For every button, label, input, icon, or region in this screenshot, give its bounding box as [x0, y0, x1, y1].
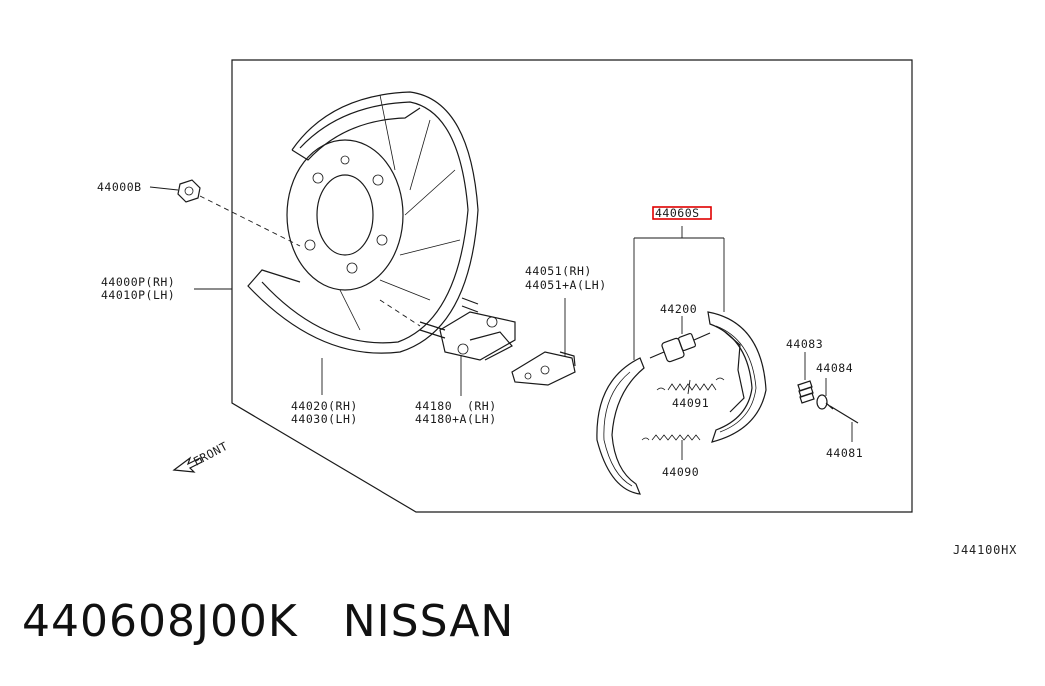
label-front: FRONT — [191, 439, 230, 469]
brake-shoe-drawing — [596, 311, 767, 495]
label-lever-lh: 44180+A(LH) — [415, 412, 497, 426]
label-backing-lh: 44030(LH) — [291, 412, 358, 426]
lever-drawing — [379, 297, 516, 361]
label-bracket-rh: 44051(RH) — [525, 264, 592, 278]
upper-spring-drawing — [656, 377, 725, 391]
drawing-code: J44100HX — [953, 543, 1018, 557]
highlight-box — [652, 206, 712, 220]
label-pin: 44081 — [826, 446, 863, 460]
label-adjuster: 44200 — [660, 302, 697, 316]
front-arrow-icon — [172, 456, 203, 473]
label-spring-upper: 44091 — [672, 396, 709, 410]
caption: 440608J00K NISSAN — [22, 596, 514, 647]
pin-drawing — [825, 402, 859, 424]
label-bracket-lh: 44051+A(LH) — [525, 278, 607, 292]
diagram-frame — [231, 59, 913, 513]
hold-spring-drawing — [797, 380, 815, 404]
backing-plate-drawing — [247, 91, 479, 354]
label-shoe-set: 44060S — [655, 206, 700, 220]
label-lever-rh: 44180 (RH) — [415, 399, 497, 413]
nut-drawing — [177, 179, 301, 247]
lower-spring-drawing — [641, 434, 701, 441]
label-plate-lh: 44010P(LH) — [101, 288, 175, 302]
bracket-drawing — [511, 351, 576, 386]
caption-part-number: 440608J00K — [22, 596, 298, 647]
leader-lines — [149, 186, 853, 460]
label-nut: 44000B — [97, 180, 142, 194]
label-backing-rh: 44020(RH) — [291, 399, 358, 413]
label-hold-spring: 44083 — [786, 337, 823, 351]
adjuster-drawing — [649, 332, 711, 363]
label-retainer: 44084 — [816, 361, 853, 375]
label-plate-rh: 44000P(RH) — [101, 275, 175, 289]
label-spring-lower: 44090 — [662, 465, 699, 479]
caption-brand: NISSAN — [342, 596, 515, 647]
retainer-drawing — [816, 394, 828, 410]
